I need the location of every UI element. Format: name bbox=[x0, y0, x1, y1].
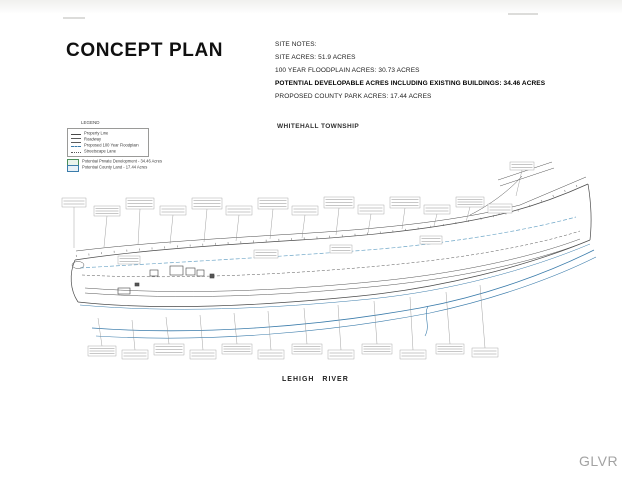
plan-label-box bbox=[291, 205, 319, 216]
legend-item-label: Roadway bbox=[84, 137, 102, 143]
legend-item-label: Potential Private Development - 34.46 Ac… bbox=[82, 159, 163, 165]
legend: LEGEND Property Line Roadway Proposed 10… bbox=[67, 121, 162, 172]
plan-label-box bbox=[455, 196, 485, 208]
leader-line bbox=[203, 208, 208, 243]
legend-group: Property Line Roadway Proposed 100 Year … bbox=[67, 128, 149, 157]
plan-label-box bbox=[221, 343, 253, 355]
legend-item-label: Property Line bbox=[84, 131, 109, 137]
plan-label-box bbox=[189, 349, 217, 360]
legend-item: Proposed 100 Year Floodplain bbox=[71, 143, 145, 149]
plan-label-box bbox=[125, 197, 155, 210]
river-lines bbox=[79, 243, 597, 339]
plan-label-box bbox=[399, 349, 427, 360]
plan-label-box bbox=[329, 244, 353, 254]
legend-item: Property Line bbox=[71, 131, 145, 137]
legend-item-label: Proposed 100 Year Floodplain bbox=[84, 143, 139, 149]
road-lines bbox=[81, 230, 581, 297]
property-line-swatch bbox=[71, 133, 81, 135]
plan-label-box bbox=[191, 197, 223, 210]
site-note-line: 100 YEAR FLOODPLAIN ACRES: 30.73 ACRES bbox=[275, 66, 420, 74]
leader-line bbox=[103, 215, 108, 248]
site-notes: SITE NOTES: SITE ACRES: 51.9 ACRES 100 Y… bbox=[275, 41, 575, 106]
parcel-outline bbox=[70, 176, 592, 308]
plan-label-box bbox=[121, 349, 149, 360]
leader-line bbox=[169, 214, 174, 245]
leader-line bbox=[131, 319, 136, 351]
watermark: GLVR bbox=[579, 453, 619, 469]
plan-label-box bbox=[509, 161, 535, 171]
leader-line bbox=[373, 300, 378, 345]
streetscape-swatch bbox=[71, 151, 81, 153]
floodplain-line bbox=[79, 216, 577, 269]
legend-item: Roadway bbox=[71, 137, 145, 143]
plan-label-box bbox=[361, 343, 393, 355]
plan-label-box bbox=[435, 343, 465, 355]
legend-title: LEGEND bbox=[81, 121, 100, 126]
river-label: LEHIGH RIVER bbox=[282, 376, 349, 383]
plan-label-box bbox=[419, 235, 443, 245]
leader-line bbox=[367, 213, 372, 234]
site-notes-heading: SITE NOTES: bbox=[275, 41, 317, 48]
leader-line bbox=[401, 207, 406, 230]
legend-item-label: Potential County Land - 17.44 Acres bbox=[82, 165, 148, 171]
page-title: CONCEPT PLAN bbox=[66, 39, 224, 62]
leader-line bbox=[269, 208, 274, 240]
leader-line bbox=[337, 304, 342, 351]
roadway-swatch bbox=[71, 137, 81, 143]
leader-line bbox=[199, 314, 204, 351]
plan-label-box bbox=[253, 249, 279, 259]
leader-line bbox=[233, 312, 238, 345]
legend-item: Potential County Land - 17.44 Acres bbox=[67, 164, 149, 172]
township-label: WHITEHALL TOWNSHIP bbox=[277, 123, 360, 130]
plan-label-box bbox=[117, 255, 141, 265]
leader-line bbox=[165, 316, 170, 345]
plan-label-box bbox=[225, 205, 253, 216]
site-note-line: SITE ACRES: 51.9 ACRES bbox=[275, 53, 356, 61]
leader-line bbox=[301, 214, 306, 239]
plan-label-box bbox=[87, 345, 117, 357]
buildings bbox=[117, 265, 215, 295]
leader-line bbox=[137, 208, 141, 246]
county-land-swatch bbox=[67, 164, 79, 172]
floodplain-swatch bbox=[71, 145, 81, 147]
plan-label-box bbox=[257, 197, 289, 210]
plan-label-box bbox=[357, 204, 385, 215]
plan-label-box bbox=[389, 196, 421, 209]
leader-line bbox=[495, 212, 501, 217]
site-note-line: PROPOSED COUNTY PARK ACRES: 17.44 ACRES bbox=[275, 92, 432, 100]
plan-label-box bbox=[257, 349, 285, 360]
leader-line bbox=[267, 310, 272, 351]
annotation-labels bbox=[61, 161, 535, 360]
legend-item-label: Streetscape Lane bbox=[84, 149, 116, 155]
plan-label-box bbox=[93, 205, 121, 217]
leader-line bbox=[97, 317, 103, 347]
leader-line bbox=[303, 307, 308, 345]
misc-linework bbox=[71, 161, 555, 269]
scan-artifact bbox=[508, 13, 538, 15]
legend-item: Streetscape Lane bbox=[71, 149, 145, 155]
leader-line bbox=[433, 213, 438, 227]
plan-label-box bbox=[423, 204, 451, 215]
leader-line bbox=[235, 214, 240, 242]
leader-line bbox=[479, 284, 486, 349]
plan-label-box bbox=[159, 205, 187, 216]
plan-label-box bbox=[327, 349, 355, 360]
plan-label-box bbox=[61, 197, 87, 208]
plan-label-box bbox=[471, 347, 499, 358]
leader-line bbox=[445, 291, 451, 345]
plan-label-box bbox=[323, 196, 355, 209]
site-note-line: POTENTIAL DEVELOPABLE ACRES INCLUDING EX… bbox=[275, 79, 546, 87]
plan-label-box bbox=[153, 343, 185, 356]
leader-line bbox=[465, 206, 471, 223]
leader-line bbox=[409, 296, 414, 351]
leader-line bbox=[335, 207, 340, 236]
plan-label-box bbox=[487, 203, 513, 214]
leader-line bbox=[515, 169, 523, 197]
plan-label-box bbox=[291, 343, 323, 355]
survey-tick-marks bbox=[75, 181, 587, 257]
scan-artifact bbox=[63, 17, 85, 19]
